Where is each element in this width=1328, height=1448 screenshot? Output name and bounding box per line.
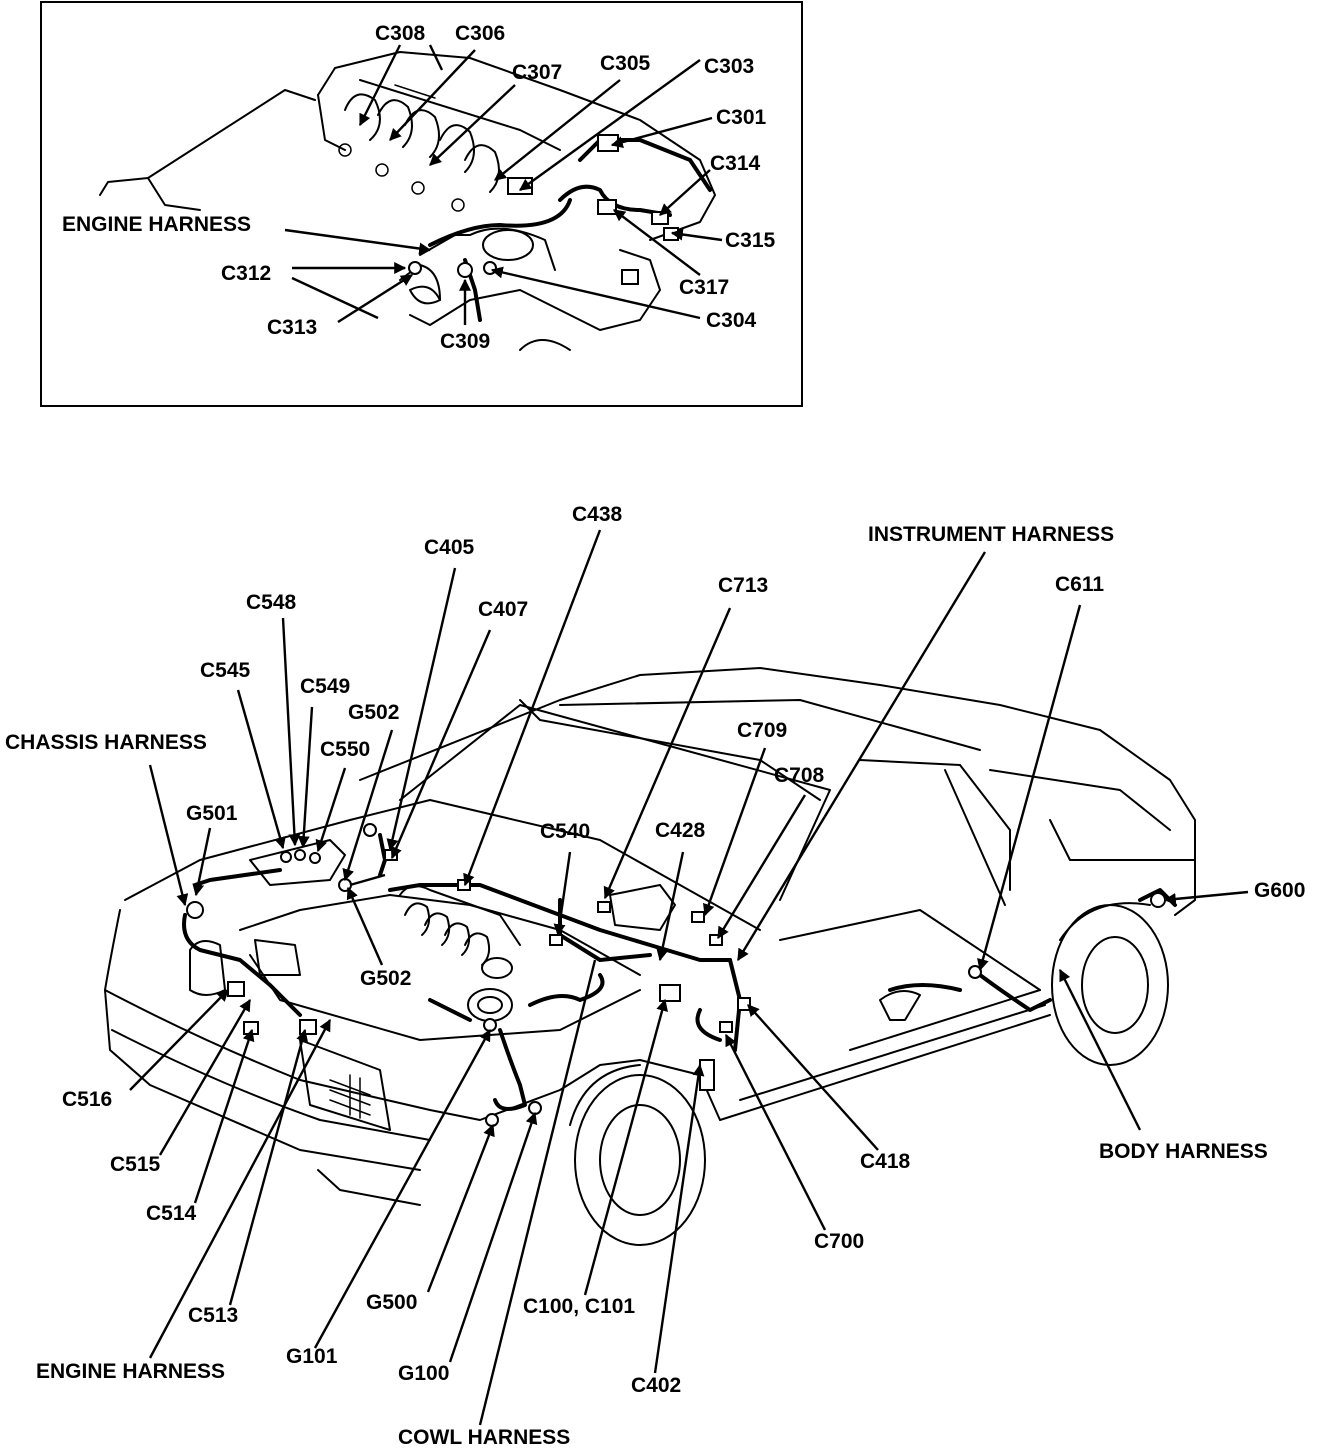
label-engine-harness: ENGINE HARNESS xyxy=(36,1360,225,1383)
label-chassis-harness: CHASSIS HARNESS xyxy=(5,731,207,754)
label-g500: G500 xyxy=(366,1291,417,1314)
label-c307: C307 xyxy=(512,61,562,84)
label-c515: C515 xyxy=(110,1153,161,1176)
label-c313: C313 xyxy=(267,316,317,339)
label-c308: C308 xyxy=(375,22,426,45)
label-c317: C317 xyxy=(679,276,729,299)
label-c709: C709 xyxy=(737,719,787,742)
label-c314: C314 xyxy=(710,152,761,175)
label-c402: C402 xyxy=(631,1374,681,1397)
label-c418: C418 xyxy=(860,1150,911,1173)
label-c513: C513 xyxy=(188,1304,238,1327)
label-c708: C708 xyxy=(774,764,825,787)
label-c611: C611 xyxy=(1055,573,1104,596)
label-c304: C304 xyxy=(706,309,757,332)
main-leaders xyxy=(129,529,1249,1426)
label-c700: C700 xyxy=(814,1230,864,1253)
label-g502-bottom: G502 xyxy=(360,967,411,990)
label-instrument-harness: INSTRUMENT HARNESS xyxy=(868,523,1114,546)
label-c550: C550 xyxy=(320,738,370,761)
label-c428: C428 xyxy=(655,819,706,842)
label-inset-engine-harness: ENGINE HARNESS xyxy=(62,213,251,236)
label-body-harness: BODY HARNESS xyxy=(1099,1140,1268,1163)
label-c405: C405 xyxy=(424,536,475,559)
label-c514: C514 xyxy=(146,1202,197,1225)
label-c312: C312 xyxy=(221,262,271,285)
label-g502-top: G502 xyxy=(348,701,399,724)
label-c516: C516 xyxy=(62,1088,112,1111)
label-c303: C303 xyxy=(704,55,754,78)
label-g501: G501 xyxy=(186,802,238,825)
label-c309: C309 xyxy=(440,330,490,353)
label-c315: C315 xyxy=(725,229,776,252)
main-labels: C438 C405 C407 C548 C545 C549 G502 C550 … xyxy=(5,503,1305,1448)
label-c100-c101: C100, C101 xyxy=(523,1295,635,1318)
label-c407: C407 xyxy=(478,598,528,621)
label-g100: G100 xyxy=(398,1362,449,1385)
engine-detail-inset: C308 C306 C307 C305 C303 C301 C314 C315 … xyxy=(40,1,803,407)
label-c545: C545 xyxy=(200,659,251,682)
inset-leaders xyxy=(284,44,723,325)
label-g101: G101 xyxy=(286,1345,338,1368)
label-c548: C548 xyxy=(246,591,297,614)
label-c306: C306 xyxy=(455,22,505,45)
label-c305: C305 xyxy=(600,52,651,75)
label-c713: C713 xyxy=(718,574,768,597)
label-c540: C540 xyxy=(540,820,590,843)
label-c301: C301 xyxy=(716,106,767,129)
inset-frame xyxy=(40,1,803,407)
label-g600: G600 xyxy=(1254,879,1305,902)
label-c438: C438 xyxy=(572,503,623,526)
label-cowl-harness: COWL HARNESS xyxy=(398,1426,570,1448)
label-c549: C549 xyxy=(300,675,350,698)
